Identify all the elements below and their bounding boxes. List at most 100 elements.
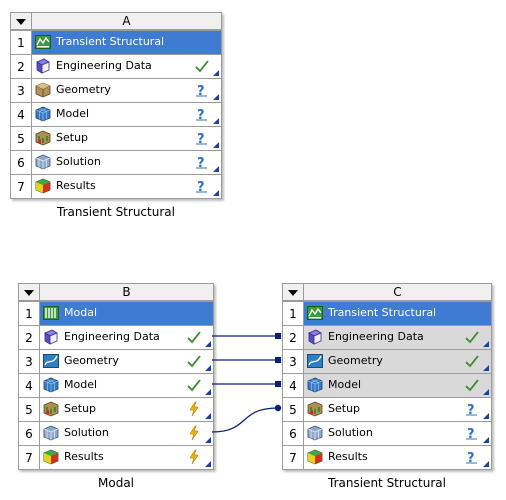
results-icon	[307, 449, 323, 465]
geometry-cube-icon	[35, 82, 51, 98]
lightning-icon	[187, 401, 201, 417]
cell-results[interactable]: Results?	[31, 174, 222, 199]
corner-indicator-icon	[213, 190, 219, 196]
system-c-caption[interactable]: Transient Structural	[328, 476, 446, 490]
model-mesh-icon	[307, 377, 323, 393]
cell-label: Solution	[328, 426, 373, 439]
system-b-row-7[interactable]: 7 Results	[18, 445, 214, 470]
setup-icon	[307, 401, 323, 417]
link-b6-c5-endpoint	[274, 404, 282, 412]
svg-text:?: ?	[197, 84, 205, 98]
transient-structural-icon	[307, 305, 323, 321]
results-icon	[43, 449, 59, 465]
cell-model[interactable]: Model	[303, 373, 492, 398]
check-icon	[187, 329, 201, 345]
transient-structural-icon	[35, 34, 51, 50]
cell-solution[interactable]: Solution?	[303, 421, 492, 446]
system-b-menu-arrow[interactable]	[18, 283, 40, 301]
book-icon	[35, 58, 51, 74]
corner-indicator-icon	[483, 365, 489, 371]
check-icon	[187, 377, 201, 393]
row-number: 1	[282, 301, 304, 326]
link-b4-c4-endpoint	[275, 381, 281, 387]
cell-transient-structural[interactable]: Transient Structural	[31, 30, 222, 55]
system-c-menu-arrow[interactable]	[282, 283, 304, 301]
cell-label: Results	[328, 450, 368, 463]
cell-transient-structural[interactable]: Transient Structural	[303, 301, 492, 326]
cell-model[interactable]: Model?	[31, 102, 222, 127]
cell-modal[interactable]: Modal	[39, 301, 214, 326]
corner-indicator-icon	[213, 166, 219, 172]
cell-solution[interactable]: Solution	[39, 421, 214, 446]
lightning-icon	[187, 449, 201, 465]
row-number: 7	[18, 445, 40, 470]
question-icon: ?	[195, 82, 209, 99]
row-number: 4	[10, 102, 32, 127]
cell-label: Geometry	[64, 354, 119, 367]
row-number: 2	[10, 54, 32, 79]
row-number: 3	[10, 78, 32, 103]
system-b-caption[interactable]: Modal	[98, 476, 134, 490]
setup-icon	[35, 130, 51, 146]
cell-label: Results	[64, 450, 104, 463]
row-number: 6	[18, 421, 40, 446]
system-c-letter: C	[303, 283, 492, 301]
question-icon: ?	[195, 106, 209, 123]
cell-label: Model	[64, 378, 98, 391]
question-icon: ?	[465, 425, 479, 442]
lightning-icon	[187, 425, 201, 441]
modal-icon	[43, 305, 59, 321]
question-icon: ?	[195, 178, 209, 195]
cell-geometry[interactable]: Geometry?	[31, 78, 222, 103]
cell-label: Transient Structural	[56, 35, 165, 48]
row-number: 3	[282, 349, 304, 374]
row-number: 7	[10, 174, 32, 199]
corner-indicator-icon	[213, 94, 219, 100]
cell-label: Setup	[328, 402, 361, 415]
system-a-caption[interactable]: Transient Structural	[57, 205, 175, 219]
cell-solution[interactable]: Solution?	[31, 150, 222, 175]
corner-indicator-icon	[213, 70, 219, 76]
corner-indicator-icon	[483, 413, 489, 419]
check-icon	[465, 353, 479, 369]
corner-indicator-icon	[205, 437, 211, 443]
system-a-menu-arrow[interactable]	[10, 12, 32, 30]
corner-indicator-icon	[483, 461, 489, 467]
row-number: 2	[282, 325, 304, 350]
link-b6-c5[interactable]	[211, 407, 279, 433]
svg-text:?: ?	[197, 108, 205, 122]
cell-results[interactable]: Results?	[303, 445, 492, 470]
question-icon: ?	[195, 154, 209, 171]
row-number: 1	[18, 301, 40, 326]
cell-engineering-data[interactable]: Engineering Data	[303, 325, 492, 350]
corner-indicator-icon	[483, 341, 489, 347]
link-b2-c2-endpoint	[275, 333, 281, 339]
model-mesh-icon	[43, 377, 59, 393]
cell-setup[interactable]: Setup	[39, 397, 214, 422]
cell-geometry[interactable]: Geometry	[303, 349, 492, 374]
cell-results[interactable]: Results	[39, 445, 214, 470]
solution-icon	[43, 425, 59, 441]
cell-label: Engineering Data	[56, 59, 152, 72]
svg-text:?: ?	[467, 403, 475, 417]
results-icon	[35, 178, 51, 194]
check-icon	[195, 58, 209, 74]
